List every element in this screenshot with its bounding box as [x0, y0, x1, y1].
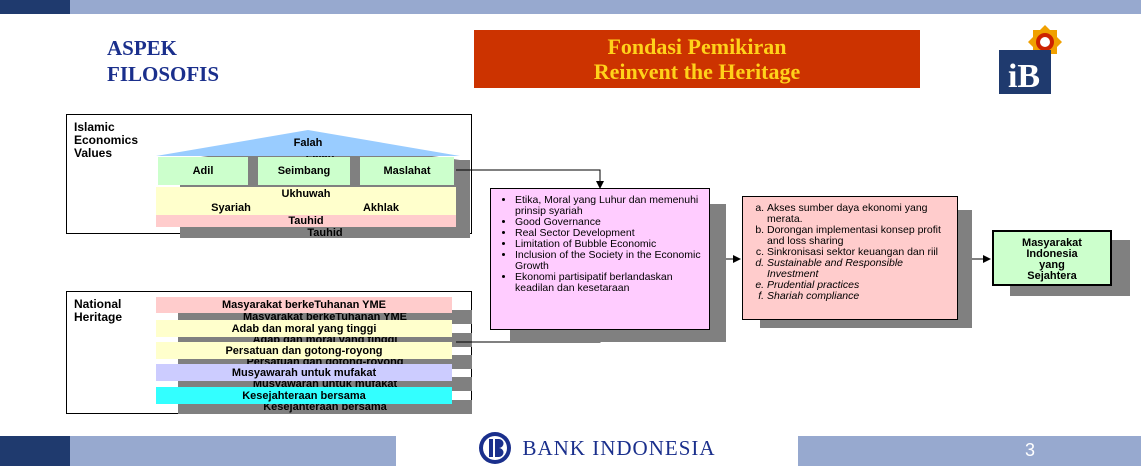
title-box-line-2: Reinvent the Heritage — [593, 59, 801, 84]
middle-box-list: Etika, Moral yang Luhur dan memenuhi pri… — [497, 195, 703, 294]
pillar-seimbang: Seimbang — [258, 157, 350, 185]
band-ukhuwah: Ukhuwah — [156, 187, 456, 201]
pillar-maslahat: Maslahat — [360, 157, 454, 185]
right-item-b: Dorongan implementasi konsep profit and … — [767, 225, 951, 247]
right-item-d: Sustainable and Responsible Investment — [767, 258, 951, 280]
band-syariah-akhlak: Syariah Akhlak — [156, 201, 456, 215]
footer-brand-text: BANK INDONESIA — [522, 435, 716, 460]
nh-item-2: Adab dan moral yang tinggi — [156, 320, 452, 337]
header-bar-dark — [0, 0, 70, 14]
bank-indonesia-emblem-icon — [479, 432, 512, 464]
right-item-e: Prudential practices — [767, 280, 951, 291]
middle-item-4: Limitation of Bubble Economic — [515, 239, 703, 250]
page-number: 3 — [1024, 440, 1035, 460]
outcome-line-2: Indonesia — [1026, 248, 1078, 260]
logo-text: iB — [1008, 58, 1040, 94]
header-bar-light — [70, 0, 1141, 14]
nh-item-3: Persatuan dan gotong-royong — [156, 342, 452, 359]
pillar-adil: Adil — [158, 157, 248, 185]
footer-brand: BANK INDONESIA — [396, 430, 798, 466]
middle-item-3: Real Sector Development — [515, 228, 703, 239]
right-box-list: Akses sumber daya ekonomi yang merata. D… — [749, 203, 951, 302]
outcome-box: Masyarakat Indonesia yang Sejahtera — [992, 230, 1112, 286]
title-box-line-1: Fondasi Pemikiran — [607, 34, 787, 59]
arrow-islamic-to-middle — [456, 169, 604, 189]
title-left-line-1: ASPEK — [107, 36, 178, 60]
outcome-line-1: Masyarakat — [1022, 237, 1082, 249]
title-left-line-2: FILOSOFIS — [107, 62, 220, 86]
right-item-c: Sinkronisasi sektor keuangan dan riil — [767, 247, 951, 258]
roof-triangle — [156, 130, 460, 156]
ib-logo: iB — [997, 24, 1073, 95]
slide-title-left: ASPEK FILOSOFIS — [107, 35, 219, 87]
middle-item-2: Good Governance — [515, 217, 703, 228]
slide-title-box: Fondasi Pemikiran Reinvent the Heritage — [474, 30, 920, 88]
right-item-a: Akses sumber daya ekonomi yang merata. — [767, 203, 951, 225]
nh-ghost-5: Kesejahteraan bersama — [263, 401, 387, 413]
middle-item-5: Inclusion of the Society in the Economic… — [515, 250, 703, 272]
middle-item-6: Ekonomi partisipatif berlandaskan keadil… — [515, 272, 703, 294]
right-box: Akses sumber daya ekonomi yang merata. D… — [742, 196, 958, 320]
nh-item-1: Masyarakat berkeTuhanan YME — [156, 297, 452, 313]
outcome-line-4: Sejahtera — [1027, 270, 1077, 282]
footer-bar-dark — [0, 436, 70, 466]
right-item-f: Shariah compliance — [767, 291, 951, 302]
outcome-line-3: yang — [1039, 259, 1065, 271]
middle-item-1: Etika, Moral yang Luhur dan memenuhi pri… — [515, 195, 703, 217]
national-heritage-label: National Heritage — [74, 297, 123, 324]
islamic-values-label: Islamic Economics Values — [74, 120, 139, 160]
middle-box: Etika, Moral yang Luhur dan memenuhi pri… — [490, 188, 710, 330]
tauhid-ghost-label: Tauhid — [307, 227, 343, 239]
band-tauhid: Tauhid — [156, 215, 456, 227]
nh-item-4: Musyawarah untuk mufakat — [156, 364, 452, 381]
roof-label: Falah — [293, 137, 323, 149]
band-akhlak: Akhlak — [362, 202, 400, 214]
nh-item-5: Kesejahteraan bersama — [156, 387, 452, 404]
band-syariah: Syariah — [211, 202, 251, 214]
